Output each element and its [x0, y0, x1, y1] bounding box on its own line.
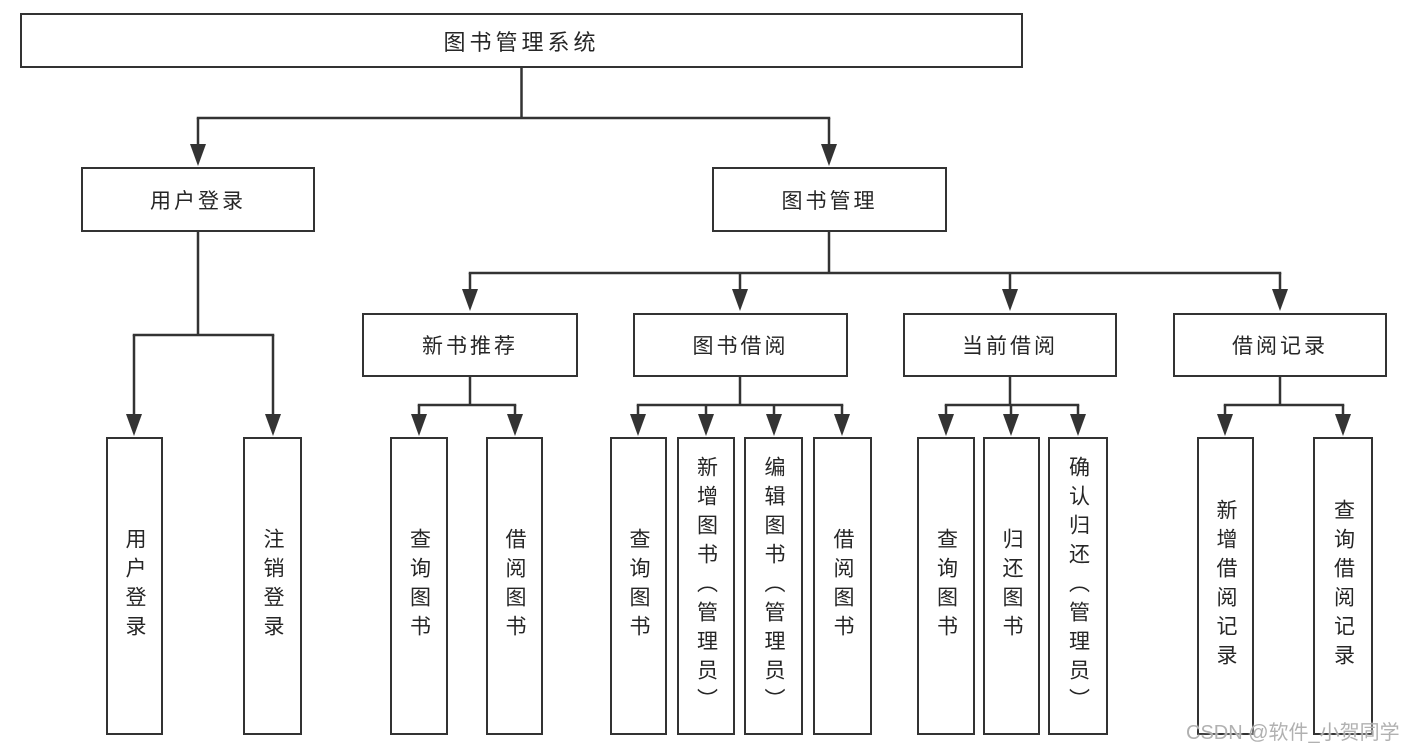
node-book-borrow: 图书借阅 [633, 313, 848, 377]
leaf-confirm-return-admin: 确认归还（管理员） [1048, 437, 1108, 735]
leaf-query-book-recommend: 查询图书 [390, 437, 448, 735]
leaf-edit-book-admin: 编辑图书（管理员） [744, 437, 803, 735]
node-new-book-recommend: 新书推荐 [362, 313, 578, 377]
leaf-logout: 注销登录 [243, 437, 302, 735]
node-current-borrow: 当前借阅 [903, 313, 1117, 377]
csdn-watermark: CSDN @软件_小贺同学 [1186, 722, 1400, 744]
leaf-query-book-current: 查询图书 [917, 437, 975, 735]
leaf-query-borrow-record: 查询借阅记录 [1313, 437, 1373, 735]
leaf-return-book: 归还图书 [983, 437, 1040, 735]
leaf-query-book-borrow: 查询图书 [610, 437, 667, 735]
leaf-user-login: 用户登录 [106, 437, 163, 735]
node-borrow-record: 借阅记录 [1173, 313, 1387, 377]
node-user-login: 用户登录 [81, 167, 315, 232]
leaf-add-book-admin: 新增图书（管理员） [677, 437, 735, 735]
arrowheads [126, 144, 1351, 436]
node-book-management: 图书管理 [712, 167, 947, 232]
leaf-add-borrow-record: 新增借阅记录 [1197, 437, 1254, 735]
leaf-borrow-book-recommend: 借阅图书 [486, 437, 543, 735]
leaf-borrow-book: 借阅图书 [813, 437, 872, 735]
node-root-system: 图书管理系统 [20, 13, 1023, 68]
